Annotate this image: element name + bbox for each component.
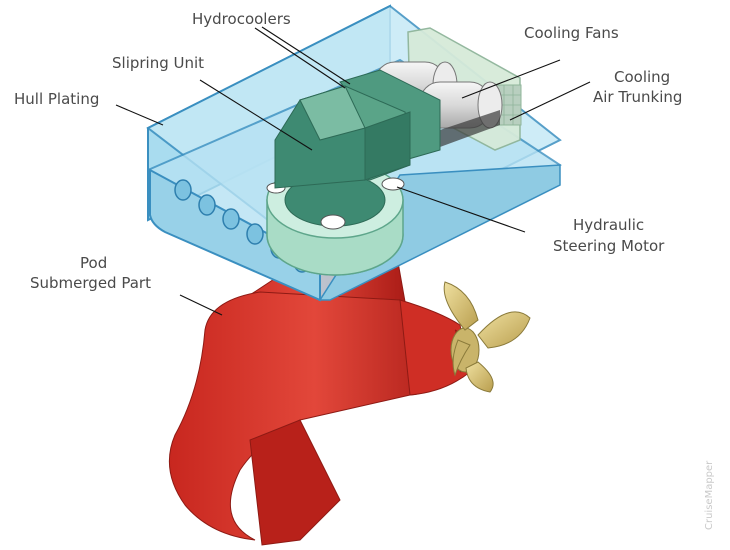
label-slipring-unit: Slipring Unit	[112, 54, 204, 72]
leader-hydraulic-steering-motor	[396, 186, 526, 233]
label-pod-line1: Pod	[80, 254, 107, 272]
label-cooling-line2: Air Trunking	[593, 88, 682, 106]
leader-hydrocoolers	[254, 27, 346, 89]
label-pod-line2: Submerged Part	[30, 274, 151, 292]
leader-cooling-air-trunking	[509, 81, 591, 121]
propeller	[443, 281, 531, 393]
label-hydraulic-line2: Steering Motor	[553, 237, 665, 255]
leader-lines	[115, 26, 591, 316]
watermark: CruiseMapper	[704, 460, 715, 530]
pod-submerged-part	[168, 261, 480, 546]
leader-hull-plating	[115, 104, 164, 126]
label-cooling-fans: Cooling Fans	[524, 24, 619, 42]
slipring-unit	[274, 85, 411, 189]
leader-slipring-unit	[199, 79, 313, 151]
label-hydrocoolers: Hydrocoolers	[192, 10, 291, 28]
label-hull-plating: Hull Plating	[14, 90, 99, 108]
labels: Hydrocoolers Cooling Fans Slipring Unit …	[14, 10, 682, 292]
label-cooling-line1: Cooling	[614, 68, 670, 86]
label-hydraulic-line1: Hydraulic	[573, 216, 644, 234]
leader-pod	[179, 294, 223, 316]
leader-cooling-fans	[461, 59, 561, 99]
